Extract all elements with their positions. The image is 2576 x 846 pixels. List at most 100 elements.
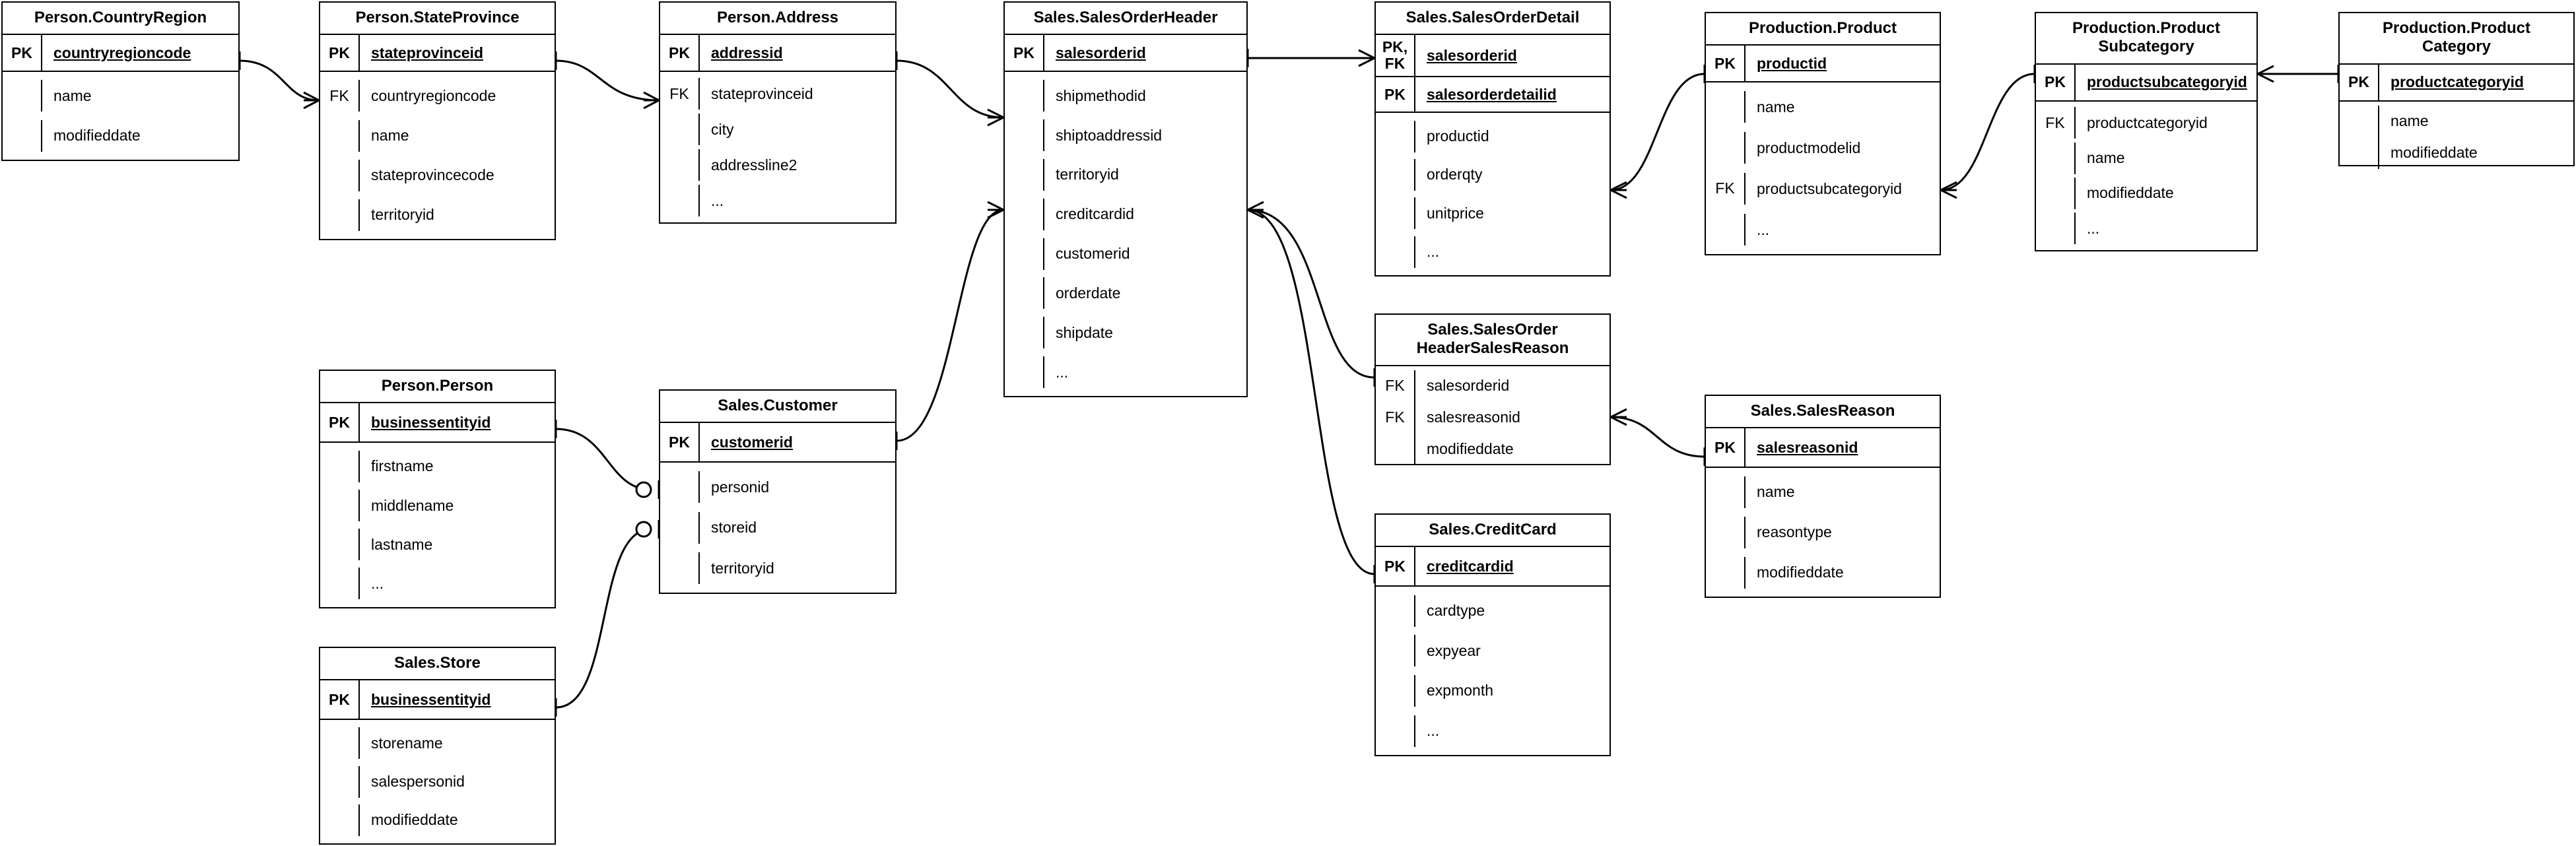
- attribute-row[interactable]: FK salesreasonid: [1376, 401, 1610, 434]
- attribute-name: ...: [711, 191, 724, 209]
- key-label: [320, 159, 360, 191]
- attribute-row[interactable]: PK productid: [1706, 46, 1940, 82]
- attribute-row[interactable]: storename: [320, 727, 555, 760]
- key-label: [1376, 674, 1415, 707]
- attribute-row[interactable]: modifieddate: [2340, 137, 2573, 169]
- attribute-section: name productmodelid FK productsubcategor…: [1706, 81, 1940, 254]
- attribute-row[interactable]: ...: [1005, 356, 1246, 389]
- attribute-row[interactable]: middlename: [320, 490, 555, 522]
- attribute-row[interactable]: ...: [2036, 212, 2256, 245]
- attribute-row[interactable]: name: [1706, 476, 1940, 508]
- key-label: [1706, 556, 1746, 589]
- attribute-row[interactable]: orderqty: [1376, 158, 1610, 191]
- attribute-row[interactable]: creditcardid: [1005, 198, 1246, 230]
- attribute-row[interactable]: orderdate: [1005, 277, 1246, 309]
- entity-production-product-category[interactable]: Production.Product Category PK productca…: [2338, 12, 2575, 169]
- attribute-row[interactable]: FK stateprovinceid: [660, 78, 895, 110]
- attribute-section: storename salespersonid modifieddate: [320, 719, 555, 843]
- attribute-row[interactable]: PK salesorderid: [1005, 35, 1246, 71]
- entity-sales-order-detail[interactable]: Sales.SalesOrderDetail PK, FK salesorder…: [1374, 1, 1611, 277]
- attribute-row[interactable]: name: [2036, 142, 2256, 174]
- attribute-row[interactable]: PK addressid: [660, 35, 895, 71]
- attribute-row[interactable]: expyear: [1376, 635, 1610, 667]
- key-label: [320, 119, 360, 152]
- attribute-row[interactable]: ...: [1706, 214, 1940, 246]
- attribute-row[interactable]: PK productcategoryid: [2340, 64, 2573, 100]
- attribute-row[interactable]: PK businessentityid: [320, 403, 555, 442]
- attribute-row[interactable]: modifieddate: [2036, 177, 2256, 209]
- attribute-row[interactable]: ...: [660, 185, 895, 217]
- entity-sales-reason[interactable]: Sales.SalesReason PK salesreasonid name …: [1705, 395, 1941, 598]
- attribute-row[interactable]: territoryid: [320, 199, 555, 231]
- attribute-row[interactable]: FK countryregioncode: [320, 80, 555, 112]
- attribute-row[interactable]: city: [660, 114, 895, 146]
- key-label: [1706, 516, 1746, 548]
- attribute-name: modifieddate: [371, 811, 458, 829]
- entity-sales-order-header[interactable]: Sales.SalesOrderHeader PK salesorderid s…: [1003, 1, 1248, 397]
- entity-production-product-subcategory[interactable]: Production.Product Subcategory PK produc…: [2035, 12, 2258, 251]
- attribute-row[interactable]: expmonth: [1376, 674, 1610, 707]
- attribute-row[interactable]: stateprovincecode: [320, 159, 555, 191]
- attribute-row[interactable]: modifieddate: [1706, 556, 1940, 589]
- attribute-row[interactable]: PK businessentityid: [320, 680, 555, 719]
- attribute-row[interactable]: addressline2: [660, 149, 895, 181]
- attribute-row[interactable]: unitprice: [1376, 197, 1610, 230]
- attribute-row[interactable]: name: [1706, 91, 1940, 123]
- attribute-row[interactable]: PK countryregioncode: [3, 35, 238, 71]
- attribute-row[interactable]: modifieddate: [320, 804, 555, 836]
- attribute-row[interactable]: ...: [1376, 236, 1610, 268]
- attribute-row[interactable]: ...: [320, 568, 555, 600]
- attribute-row[interactable]: customerid: [1005, 238, 1246, 270]
- attribute-row[interactable]: storeid: [660, 511, 895, 544]
- attribute-row[interactable]: lastname: [320, 529, 555, 561]
- attribute-row[interactable]: PK salesreasonid: [1706, 428, 1940, 467]
- attribute-row[interactable]: PK stateprovinceid: [320, 35, 555, 71]
- entity-sales-order-header-sales-reason[interactable]: Sales.SalesOrder HeaderSalesReason FK sa…: [1374, 313, 1611, 465]
- attribute-name: salesorderid: [1427, 377, 1510, 395]
- attribute-row[interactable]: firstname: [320, 450, 555, 482]
- entity-sales-credit-card[interactable]: Sales.CreditCard PK creditcardid cardtyp…: [1374, 513, 1611, 756]
- attribute-row[interactable]: FK salesorderid: [1376, 370, 1610, 402]
- attribute-row[interactable]: salespersonid: [320, 765, 555, 798]
- attribute-row[interactable]: name: [320, 119, 555, 152]
- attribute-row[interactable]: FK productsubcategoryid: [1706, 173, 1940, 205]
- entity-person-address[interactable]: Person.Address PK addressid FK stateprov…: [659, 1, 897, 224]
- entity-person-person[interactable]: Person.Person PK businessentityid firstn…: [319, 370, 556, 608]
- entity-title: Sales.CreditCard: [1376, 515, 1610, 548]
- attribute-row[interactable]: modifieddate: [3, 119, 238, 152]
- attribute-row[interactable]: PK, FK salesorderid: [1376, 35, 1610, 77]
- attribute-row[interactable]: modifieddate: [1376, 433, 1610, 465]
- attribute-row[interactable]: territoryid: [660, 552, 895, 585]
- attribute-row[interactable]: productid: [1376, 120, 1610, 152]
- key-label: PK: [1706, 428, 1746, 467]
- entity-person-country-region[interactable]: Person.CountryRegion PK countryregioncod…: [1, 1, 240, 161]
- key-label: [320, 765, 360, 798]
- attribute-row[interactable]: name: [3, 80, 238, 112]
- attribute-name: modifieddate: [53, 127, 141, 145]
- attribute-row[interactable]: PK creditcardid: [1376, 547, 1610, 586]
- key-section: PK salesorderid: [1005, 35, 1246, 71]
- attribute-row[interactable]: name: [2340, 105, 2573, 137]
- key-section: PK businessentityid: [320, 680, 555, 719]
- attribute-row[interactable]: PK salesorderdetailid: [1376, 77, 1610, 112]
- attribute-row[interactable]: FK productcategoryid: [2036, 107, 2256, 139]
- entity-sales-store[interactable]: Sales.Store PK businessentityid storenam…: [319, 647, 556, 845]
- attribute-row[interactable]: productmodelid: [1706, 132, 1940, 164]
- attribute-row[interactable]: reasontype: [1706, 516, 1940, 548]
- attribute-row[interactable]: ...: [1376, 715, 1610, 747]
- entity-person-state-province[interactable]: Person.StateProvince PK stateprovinceid …: [319, 1, 556, 240]
- attribute-row[interactable]: shipdate: [1005, 317, 1246, 349]
- marker-many-sales-order-detail: [1358, 49, 1375, 67]
- attribute-row[interactable]: personid: [660, 471, 895, 504]
- attribute-row[interactable]: PK customerid: [660, 423, 895, 462]
- attribute-row[interactable]: territoryid: [1005, 158, 1246, 191]
- attribute-section: FK productcategoryid name modifieddate .…: [2036, 100, 2256, 250]
- key-label: [660, 511, 700, 544]
- attribute-row[interactable]: shipmethodid: [1005, 80, 1246, 112]
- entity-title: Sales.SalesOrderDetail: [1376, 3, 1610, 36]
- entity-sales-customer[interactable]: Sales.Customer PK customerid personid st…: [659, 389, 897, 594]
- entity-production-product[interactable]: Production.Product PK productid name pro…: [1705, 12, 1941, 255]
- attribute-row[interactable]: cardtype: [1376, 595, 1610, 627]
- attribute-row[interactable]: shiptoaddressid: [1005, 119, 1246, 152]
- attribute-row[interactable]: PK productsubcategoryid: [2036, 64, 2256, 100]
